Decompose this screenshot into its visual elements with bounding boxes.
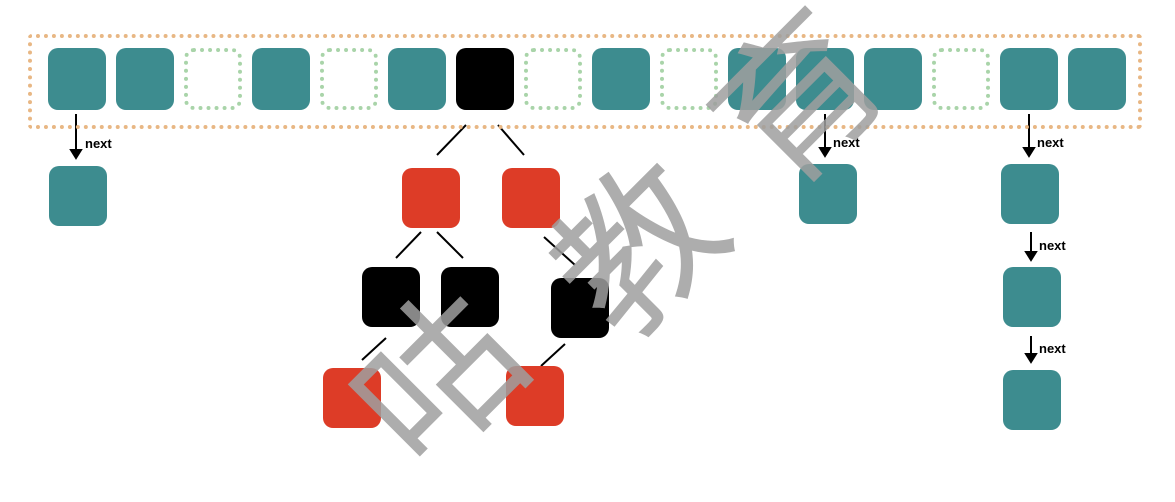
array-slot-empty bbox=[320, 48, 378, 110]
array-slot-filled bbox=[796, 48, 854, 110]
array-slot-filled bbox=[116, 48, 174, 110]
array-slot-empty bbox=[932, 48, 990, 110]
array-slot-filled bbox=[388, 48, 446, 110]
tree-node-black bbox=[362, 267, 420, 327]
array-slot-empty bbox=[184, 48, 242, 110]
tree-edge bbox=[436, 124, 467, 156]
array-slot-empty bbox=[524, 48, 582, 110]
list-node bbox=[799, 164, 857, 224]
list-node bbox=[49, 166, 107, 226]
tree-node-red bbox=[402, 168, 460, 228]
tree-node-red bbox=[502, 168, 560, 228]
tree-edge bbox=[436, 231, 464, 259]
hash-array-border bbox=[28, 34, 1142, 129]
array-slot-filled bbox=[48, 48, 106, 110]
next-label: next bbox=[1037, 135, 1064, 150]
next-label: next bbox=[1039, 341, 1066, 356]
array-slot-filled bbox=[1000, 48, 1058, 110]
array-slot-filled bbox=[728, 48, 786, 110]
array-slot-filled bbox=[864, 48, 922, 110]
tree-node-red bbox=[506, 366, 564, 426]
hashmap-diagram: next next next next next 咕 教 育 bbox=[28, 0, 1142, 502]
tree-edge bbox=[395, 231, 422, 259]
array-slot-filled bbox=[1068, 48, 1126, 110]
list-node bbox=[1003, 370, 1061, 430]
array-slot-tree-root bbox=[456, 48, 514, 110]
array-slot-empty bbox=[660, 48, 718, 110]
next-label: next bbox=[1039, 238, 1066, 253]
tree-edge bbox=[540, 343, 566, 367]
list-node bbox=[1003, 267, 1061, 327]
tree-node-red bbox=[323, 368, 381, 428]
array-slot-filled bbox=[592, 48, 650, 110]
array-slot-filled bbox=[252, 48, 310, 110]
next-label: next bbox=[833, 135, 860, 150]
tree-edge bbox=[497, 124, 525, 156]
list-node bbox=[1001, 164, 1059, 224]
connector-lines bbox=[69, 114, 1038, 367]
tree-node-black bbox=[551, 278, 609, 338]
next-label: next bbox=[85, 136, 112, 151]
tree-edge bbox=[543, 236, 576, 266]
tree-node-black bbox=[441, 267, 499, 327]
tree-edge bbox=[361, 337, 387, 361]
